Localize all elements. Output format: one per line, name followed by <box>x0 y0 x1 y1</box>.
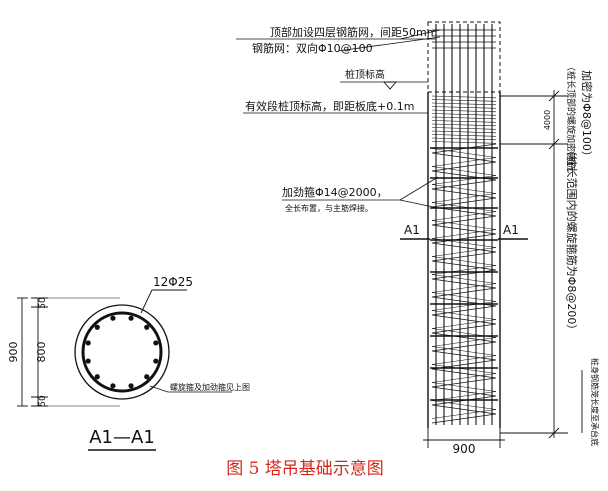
rebar-dot <box>110 383 116 389</box>
dense-spiral-hoop <box>431 106 497 109</box>
stiffener-ring-note: 顶部加设四层钢筋网，间距50mm <box>270 25 437 39</box>
section-dim-bottom: 50 <box>38 395 48 407</box>
rebar-leader <box>140 289 187 314</box>
dense-spiral-hoop <box>431 116 497 120</box>
rebar-cage <box>430 24 498 425</box>
dense-spiral-hoop <box>431 113 497 116</box>
hoop-note: 螺旋箍及加劲箍见上图 <box>170 382 250 392</box>
stiffener-leaders <box>282 176 439 209</box>
dense-spiral-hoop <box>431 141 497 144</box>
right-dense-note: （桩长顶部的螺旋加密箍筋 <box>565 62 577 170</box>
rebar-dot <box>128 315 134 321</box>
mesh-note: 钢筋网：双向Φ10@100 <box>252 41 373 55</box>
section-dimension-chain <box>17 297 120 407</box>
rebar-dot <box>94 374 100 380</box>
dense-spiral-hoop <box>431 120 497 123</box>
pile-outer-circle <box>74 304 170 400</box>
pile-top-level-marker <box>383 81 397 90</box>
dense-spiral-hoop <box>431 137 497 141</box>
dense-spiral-hoop <box>431 134 497 137</box>
spiral-hoop <box>431 143 497 424</box>
dense-spiral-hoop <box>431 127 497 130</box>
dense-spiral-hoop <box>431 95 497 99</box>
spiral-hoop-back <box>431 148 497 419</box>
right-dim-top-length: 4000 <box>543 110 552 130</box>
rebar-dot <box>128 383 134 389</box>
right-bottom-note: 桩身钢筋笼长度至承台底 <box>590 358 600 446</box>
pile-elevation: 900 顶部加设四层钢筋网，间距50mm 钢筋网：双向Φ10@100 桩顶标高 … <box>236 21 600 456</box>
rebar-dot <box>153 340 159 346</box>
stiffener-note-line1: 加劲箍Φ14@2000， <box>282 185 388 199</box>
cross-section: 900 50 800 50 12Φ25 螺旋箍及加劲箍见上图 A1—A1 <box>7 275 250 451</box>
section-mark-left: A1 <box>404 223 420 237</box>
effective-top-note: 有效段桩顶标高，即距板底+0.1m <box>245 99 414 113</box>
dense-spiral-hoop <box>431 99 497 102</box>
pile-width-label: 900 <box>453 442 476 456</box>
right-normal-note: （桩长范围内的螺旋箍筋为Φ8@200） <box>565 145 579 336</box>
dense-spiral-hoop <box>431 130 497 134</box>
rebar-dot <box>85 358 91 364</box>
section-dim-top: 50 <box>38 297 48 309</box>
stiffener-note-line2: 全长布置，与主筋焊接。 <box>285 203 373 213</box>
section-dim-total: 900 <box>7 342 20 363</box>
pile-width-dimension <box>423 428 505 448</box>
rebar-label: 12Φ25 <box>153 275 193 289</box>
rebar-dot <box>110 315 116 321</box>
section-title: A1—A1 <box>89 427 155 448</box>
section-dim-mid: 800 <box>35 342 48 363</box>
dense-spiral-hoop <box>431 123 497 127</box>
dense-spiral-hoop <box>431 109 497 113</box>
rebar-dots <box>85 315 159 389</box>
pile-top-level-label: 桩顶标高 <box>345 68 385 81</box>
rebar-dot <box>144 324 150 330</box>
hoop-leader <box>149 385 232 393</box>
mesh-leader <box>337 36 441 52</box>
rebar-cage-circle <box>81 311 163 393</box>
dense-spiral-hoop <box>431 102 497 106</box>
pile-outline <box>427 92 501 428</box>
rebar-dot <box>85 340 91 346</box>
rebar-dot <box>153 358 159 364</box>
figure-caption: 图 5 塔吊基础示意图 <box>226 459 384 479</box>
rebar-dot <box>94 324 100 330</box>
rebar-dot <box>144 374 150 380</box>
right-dense-spec: 加密为Φ8@100） <box>580 70 594 162</box>
stiffener-ring-leader-2 <box>399 29 441 40</box>
right-dimension-chain <box>500 90 583 439</box>
cap-dashed-outline <box>427 21 501 93</box>
section-mark-right: A1 <box>503 223 519 237</box>
